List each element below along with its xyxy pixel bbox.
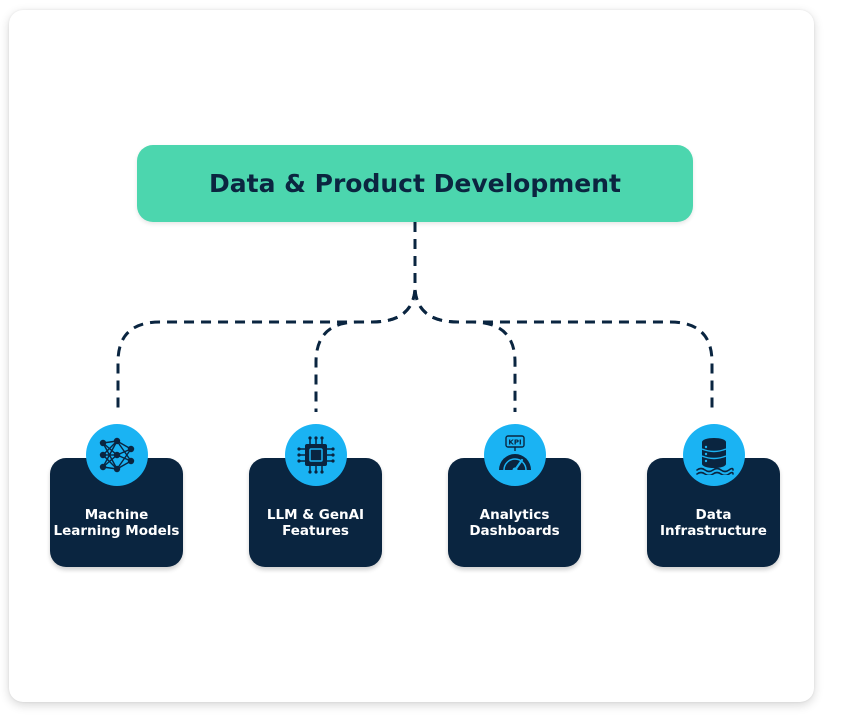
kpi-gauge-icon: KPI bbox=[484, 424, 546, 486]
database-server-icon bbox=[683, 424, 745, 486]
node-llm-genai-features: LLM & GenAI Features bbox=[249, 458, 382, 567]
diagram-card bbox=[9, 10, 814, 702]
node-label: Data Infrastructure bbox=[660, 507, 767, 539]
connector-machine-learning bbox=[116, 289, 417, 412]
root-node-label: Data & Product Development bbox=[209, 169, 621, 198]
node-label: Machine Learning Models bbox=[53, 507, 180, 539]
microchip-icon bbox=[285, 424, 347, 486]
connector-llm-genai bbox=[314, 289, 417, 412]
node-machine-learning-models: Machine Learning Models bbox=[50, 458, 183, 567]
connector-data-infrastructure bbox=[413, 289, 714, 412]
kpi-label: KPI bbox=[508, 439, 521, 447]
node-label: Analytics Dashboards bbox=[469, 507, 560, 539]
neural-network-icon bbox=[86, 424, 148, 486]
root-node: Data & Product Development bbox=[137, 145, 693, 222]
node-label: LLM & GenAI Features bbox=[266, 507, 365, 539]
connector-analytics bbox=[413, 289, 517, 412]
